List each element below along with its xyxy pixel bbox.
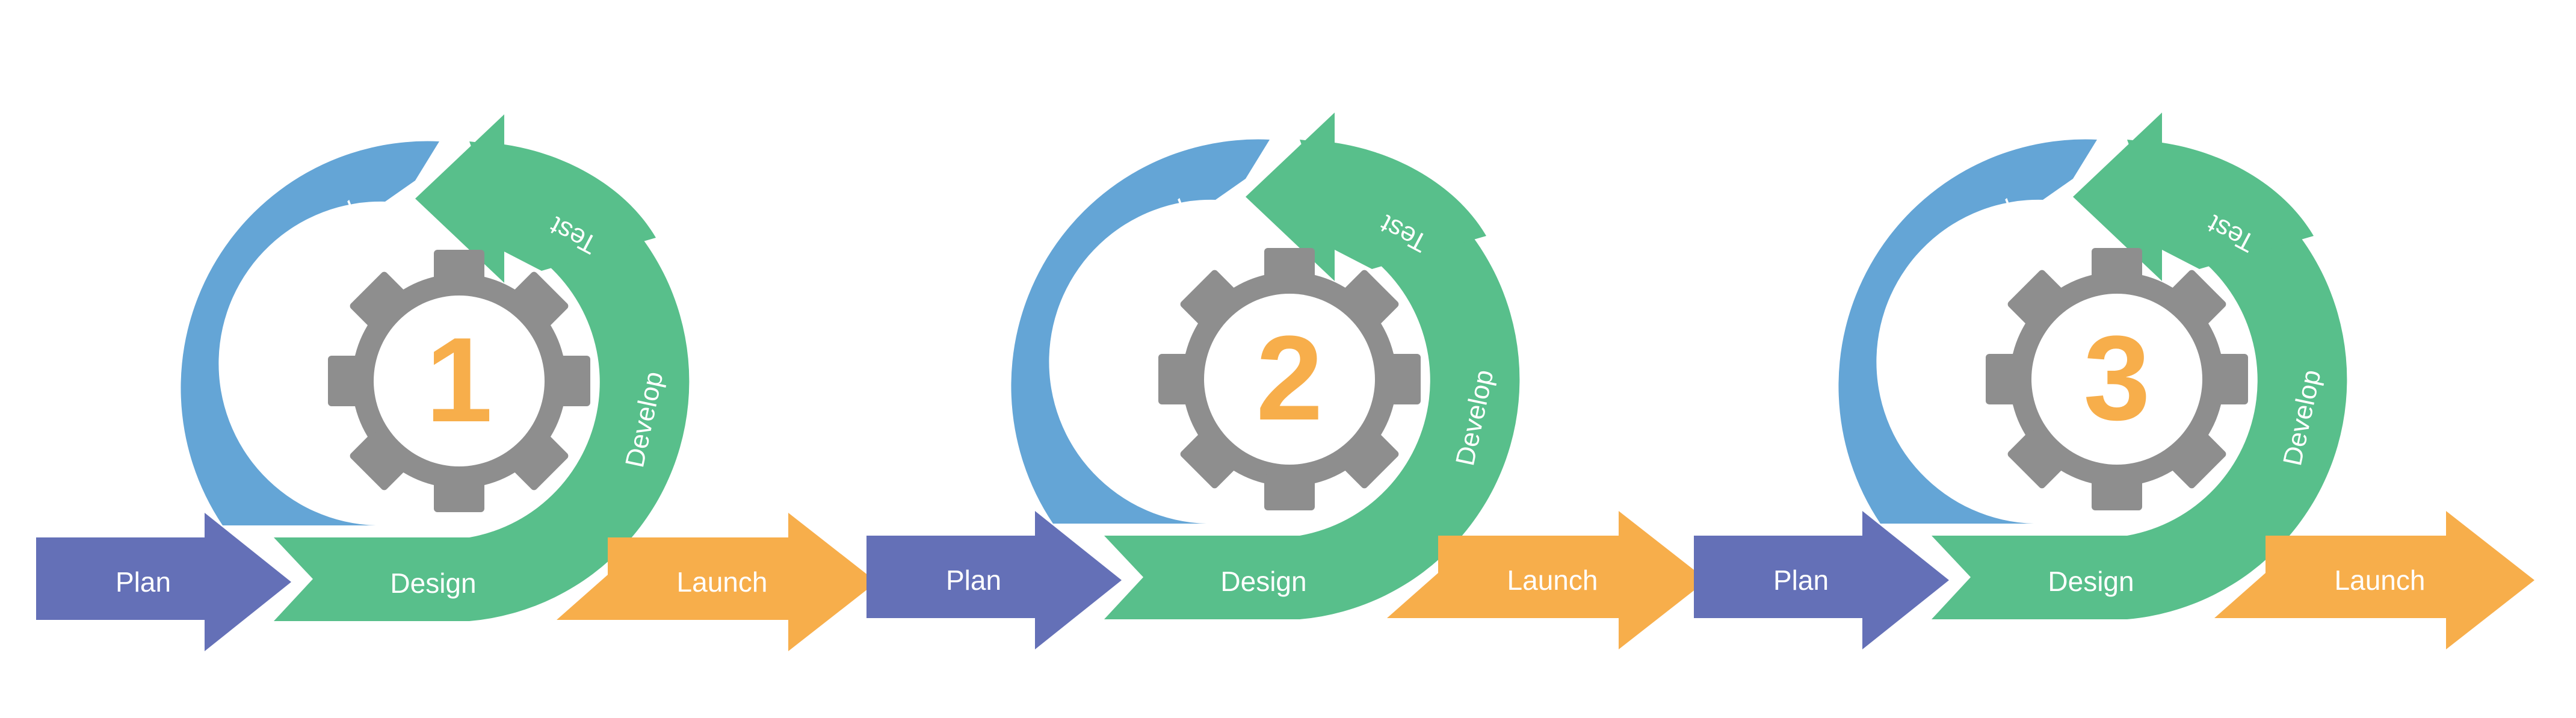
review-label: Review [252, 380, 296, 471]
plan-arrow [1694, 511, 1949, 649]
cycle-number: 3 [2083, 311, 2150, 445]
design-label: Design [2048, 566, 2134, 597]
cycle-number: 1 [425, 313, 492, 447]
launch-label: Launch [677, 566, 768, 598]
cycle-3 [1694, 113, 2534, 649]
gear-icon [1986, 248, 2248, 510]
gear-icon [1158, 248, 1421, 510]
design-label: Design [390, 568, 476, 599]
launch-label: Launch [1507, 565, 1598, 596]
plan-arrow [866, 511, 1122, 649]
review-label: Review [1083, 379, 1126, 469]
test-arrow-head [2073, 113, 2314, 281]
plan-label: Plan [946, 565, 1001, 596]
test-arrow-head [415, 114, 656, 283]
launch-arrow [2214, 511, 2534, 649]
test-arrow-head [1246, 113, 1486, 281]
design-label: Design [1220, 566, 1306, 597]
review-label: Review [1910, 379, 1954, 469]
gear-icon [328, 250, 590, 512]
launch-arrow [1387, 511, 1707, 649]
design-develop-arc [1932, 140, 2347, 619]
plan-label: Plan [116, 566, 171, 598]
plan-arrow [36, 513, 291, 651]
cycle-number: 2 [1256, 311, 1323, 445]
review-deploy-arc [1838, 139, 2097, 524]
launch-arrow [557, 513, 877, 651]
design-develop-arc [1104, 140, 1520, 619]
design-develop-arc [274, 141, 690, 621]
launch-label: Launch [2335, 565, 2426, 596]
review-deploy-arc [181, 141, 439, 525]
plan-label: Plan [1773, 565, 1829, 596]
review-deploy-arc [1011, 139, 1270, 524]
cycle-2 [866, 113, 1707, 649]
cycle-1 [36, 114, 877, 651]
